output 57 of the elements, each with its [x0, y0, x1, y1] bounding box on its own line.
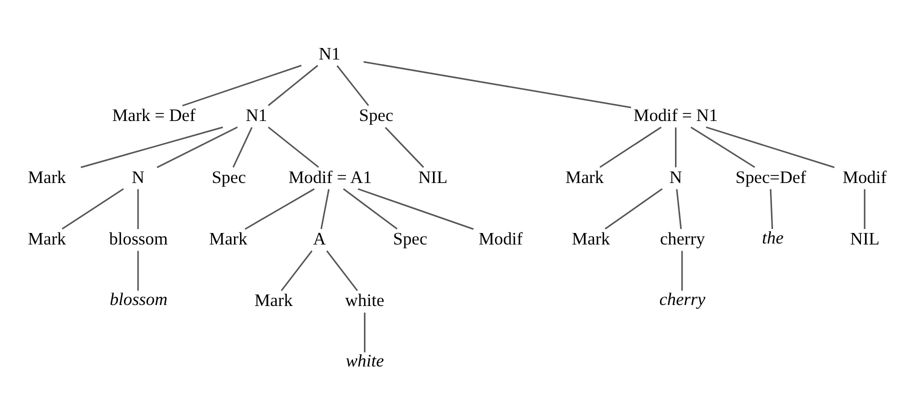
connector: [336, 65, 370, 106]
connector: [137, 250, 139, 291]
connector: [268, 126, 320, 168]
node-text: Mark: [209, 228, 248, 249]
node-text: N1: [246, 105, 268, 126]
node-text: Modif = A1: [288, 166, 372, 187]
connector: [363, 61, 632, 108]
node-text: N1: [318, 43, 340, 64]
connector: [280, 250, 312, 292]
node-text: blossom: [109, 228, 168, 249]
connector: [681, 250, 683, 291]
connector: [244, 188, 315, 230]
connector: [182, 64, 302, 106]
node-text: the: [762, 227, 784, 248]
node-text: Mark: [572, 228, 610, 249]
connector: [358, 188, 474, 230]
node-text: NIL: [418, 166, 448, 187]
connector: [268, 64, 318, 106]
connector: [770, 189, 774, 230]
connector: [604, 188, 663, 230]
node-text: NIL: [850, 228, 880, 249]
node-text: Mark: [566, 166, 604, 187]
connector: [864, 189, 866, 229]
node-text: Spec=Def: [736, 166, 806, 187]
node-text: Mark: [28, 228, 66, 249]
connector: [706, 126, 835, 168]
connector: [676, 189, 682, 230]
node-text: Modif = N1: [634, 105, 718, 126]
connector: [232, 127, 253, 168]
node-text: Mark: [28, 166, 66, 187]
connector: [62, 188, 124, 230]
connector: [343, 188, 398, 230]
node-text: N: [132, 166, 144, 187]
node-text: cherry: [659, 288, 706, 309]
connector: [384, 126, 424, 168]
node-text: white: [345, 290, 384, 310]
connector: [674, 127, 676, 168]
node-text: Mark = Def: [112, 105, 196, 126]
connector: [326, 250, 358, 292]
connector: [600, 126, 662, 168]
node-text: Spec: [393, 228, 428, 249]
node-text: blossom: [110, 288, 168, 309]
node-text: N: [669, 166, 682, 187]
node-text: Mark: [254, 290, 293, 310]
node-text: Modif: [842, 166, 887, 187]
node-text: white: [346, 350, 384, 371]
connector: [364, 312, 366, 352]
node-text: cherry: [660, 228, 705, 249]
connector: [690, 126, 756, 168]
node-text: Spec: [359, 105, 394, 126]
node-text: A: [313, 228, 326, 249]
connector: [137, 189, 139, 229]
connector: [80, 126, 224, 168]
connector: [320, 189, 330, 230]
connector: [156, 126, 238, 168]
node-text: Spec: [212, 166, 246, 187]
node-text: Modif: [478, 228, 523, 249]
